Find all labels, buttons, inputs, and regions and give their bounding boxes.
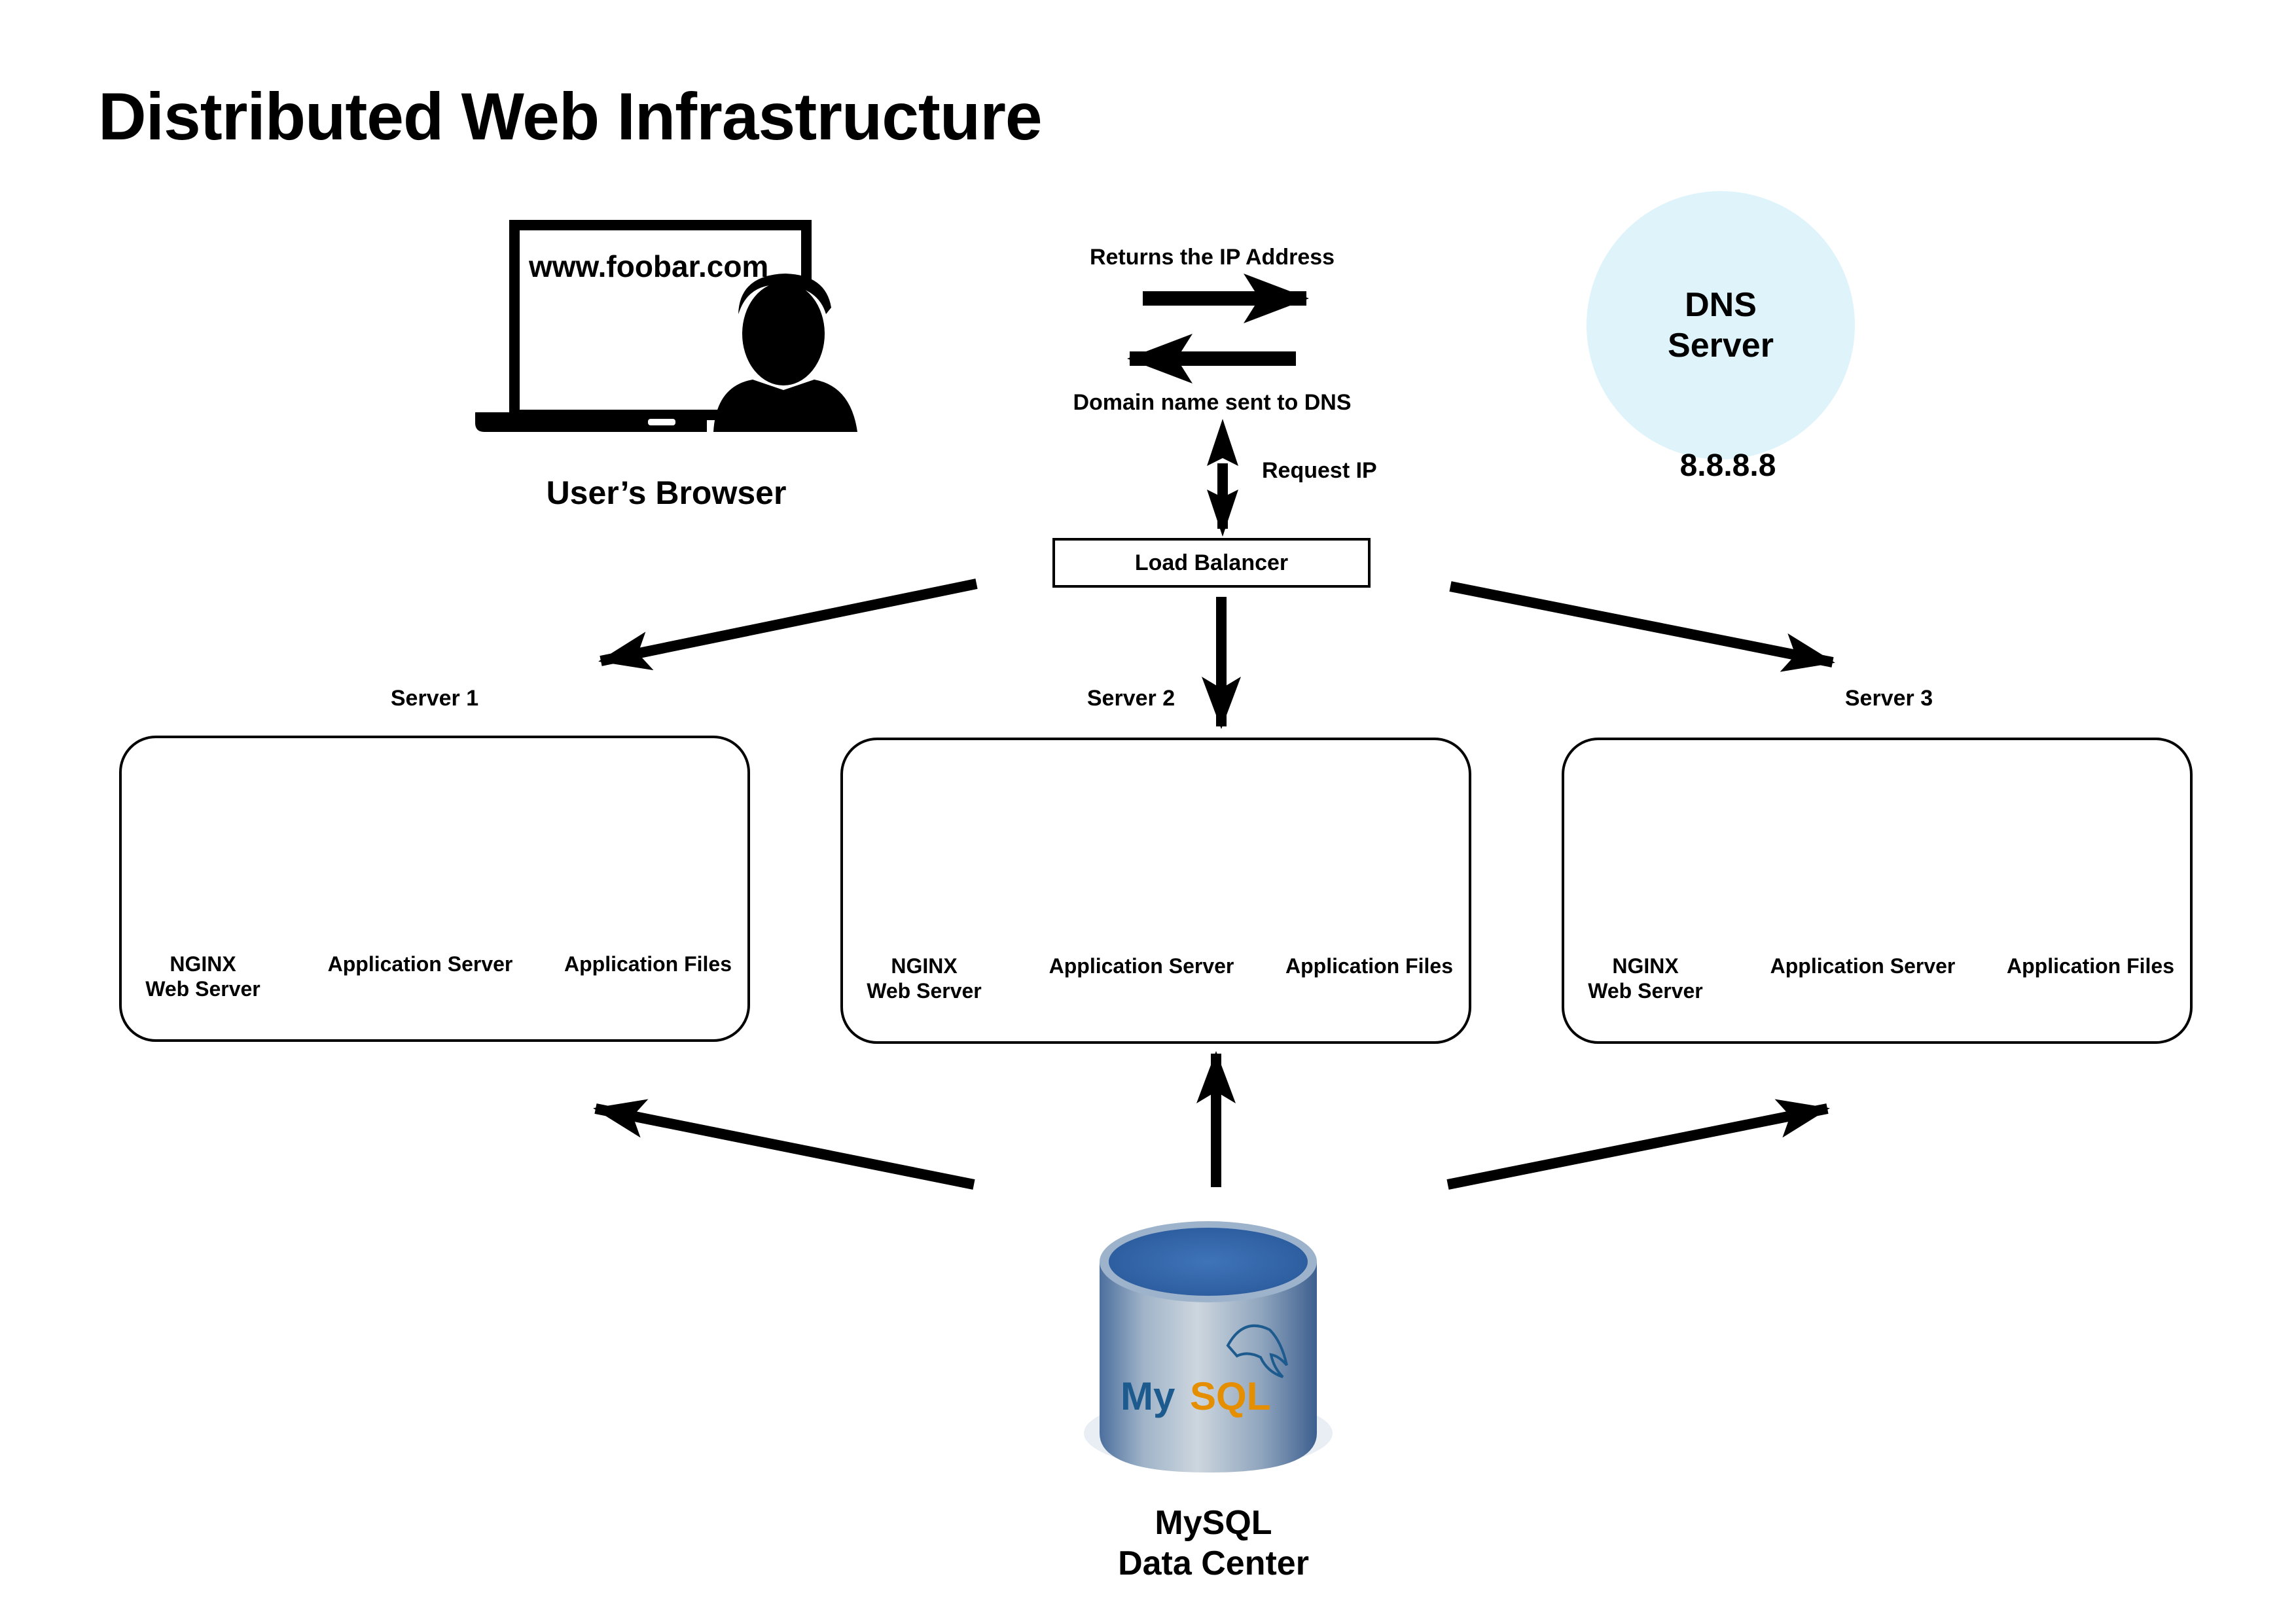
app-server-label: Application Server: [327, 952, 513, 976]
dns-title-line1: DNS: [1685, 285, 1757, 324]
server-1-box: [119, 736, 750, 1042]
user-silhouette-icon: [713, 274, 857, 432]
database-label: MySQL Data Center: [1118, 1503, 1309, 1584]
label-domain-sent: Domain name sent to DNS: [1073, 390, 1352, 415]
label-request-ip: Request IP: [1262, 458, 1377, 483]
arrow-db-server3: [1446, 1099, 1830, 1190]
server-3-box: [1562, 738, 2193, 1044]
server-2-box: [840, 738, 1471, 1044]
server-1-title: Server 1: [390, 686, 479, 711]
load-balancer: Load Balancer: [1052, 538, 1371, 588]
server-3-title: Server 3: [1844, 686, 1933, 711]
mysql-logo-sql: SQL: [1190, 1374, 1270, 1418]
mysql-database-icon: My SQL: [1084, 1221, 1333, 1472]
browser-url: www.foobar.com: [529, 249, 769, 283]
app-server-label: Application Server: [1770, 954, 1956, 978]
page-title: Distributed Web Infrastructure: [98, 79, 1043, 154]
server-2-title: Server 2: [1086, 686, 1175, 711]
app-files-label: Application Files: [1285, 954, 1454, 978]
dns-server-title: DNS Server: [1668, 285, 1774, 366]
arrow-lb-server3: [1449, 581, 1835, 672]
nginx-label: NGINX Web Server: [867, 954, 982, 1003]
dns-title-line2: Server: [1668, 327, 1774, 365]
dns-ip: 8.8.8.8: [1679, 448, 1776, 483]
arrow-request-ip-head-up: [1207, 419, 1238, 466]
database-label-line1: MySQL: [1155, 1504, 1272, 1542]
database-label-line2: Data Center: [1118, 1544, 1309, 1583]
app-files-label: Application Files: [564, 952, 732, 976]
nginx-label: NGINX Web Server: [1588, 954, 1703, 1003]
arrow-db-server1: [593, 1099, 975, 1190]
arrow-lb-server1: [598, 579, 978, 671]
dns-server-circle: DNS Server: [1587, 191, 1855, 459]
app-files-label: Application Files: [2006, 954, 2175, 978]
app-server-label: Application Server: [1049, 954, 1234, 978]
browser-label: User’s Browser: [546, 474, 787, 511]
arrow-request-ip-head-down: [1207, 490, 1238, 537]
nginx-label: NGINX Web Server: [145, 952, 260, 1001]
label-returns-ip: Returns the IP Address: [1089, 245, 1335, 270]
mysql-logo-my: My: [1121, 1374, 1175, 1418]
